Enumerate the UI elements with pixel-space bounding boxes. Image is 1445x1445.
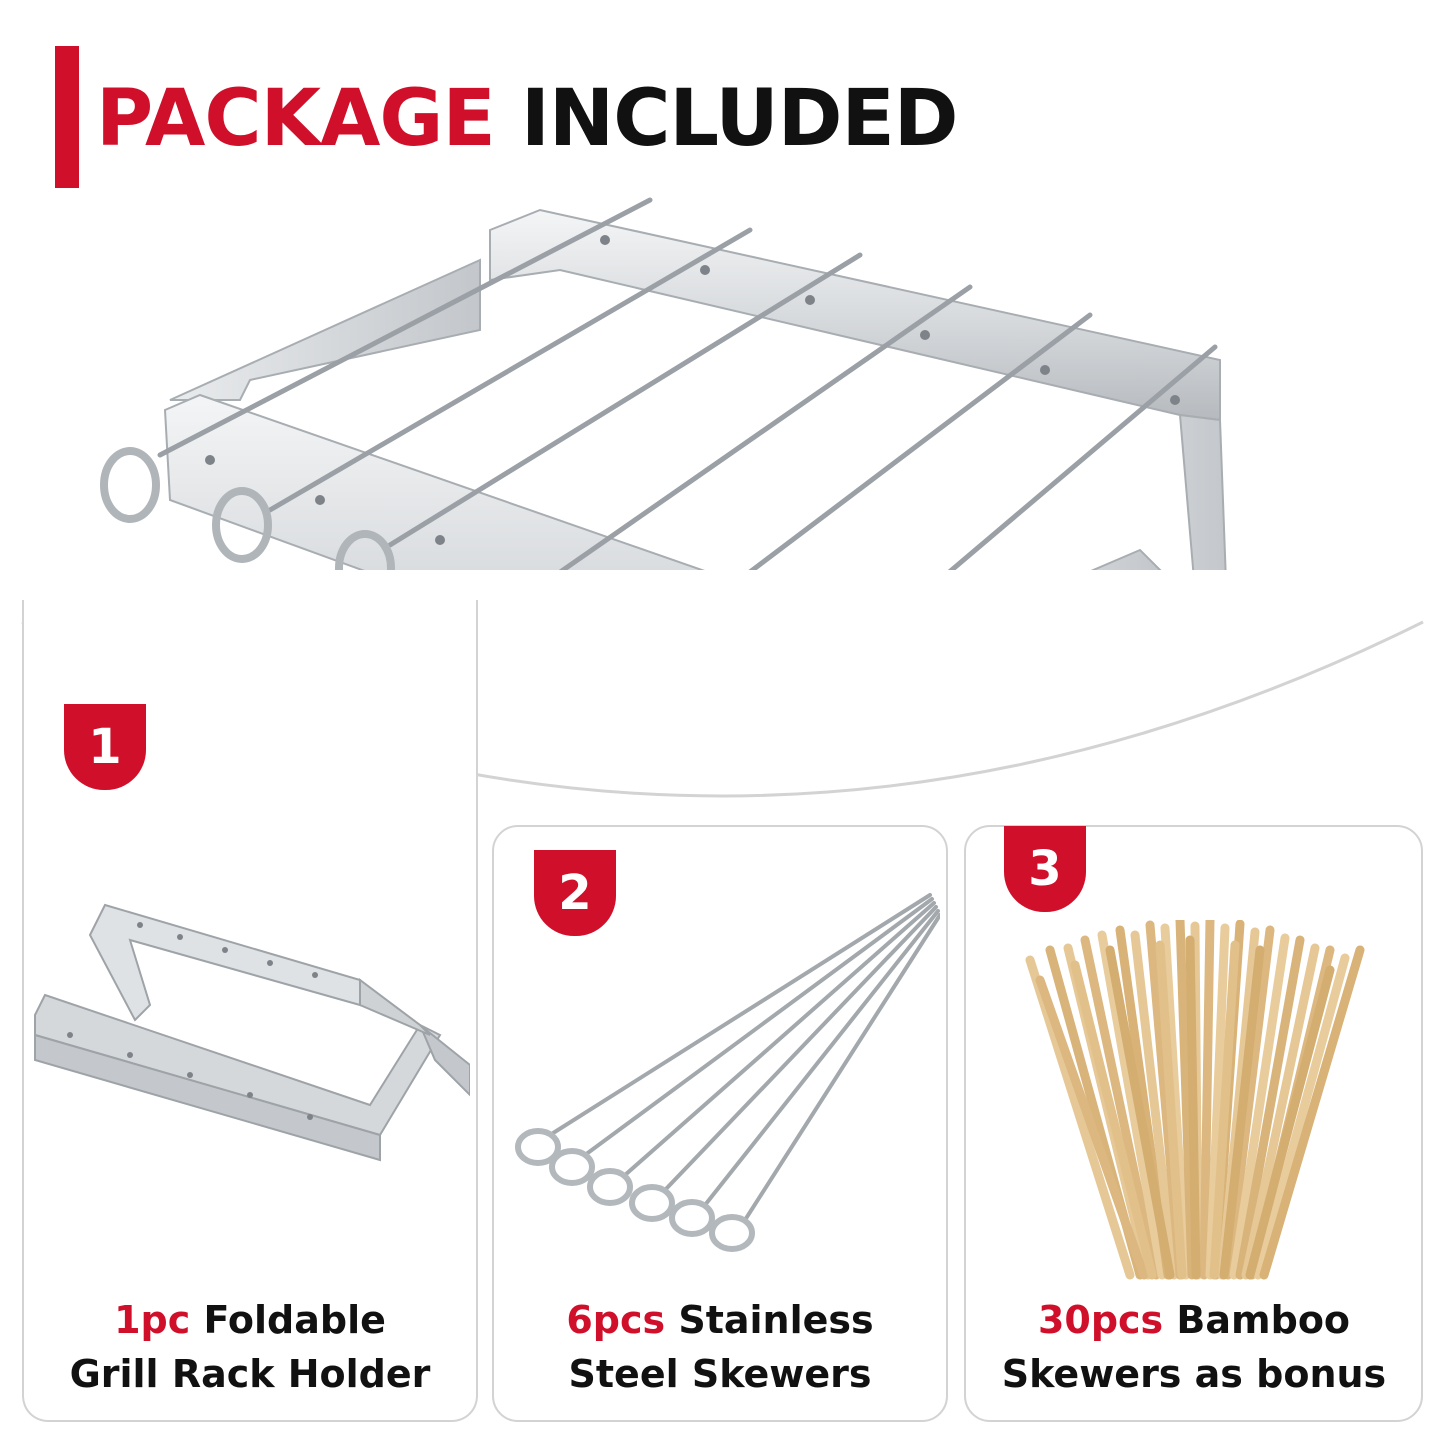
item-number-badge-3: 3 <box>1004 826 1086 912</box>
page-title: PACKAGE INCLUDED <box>96 60 959 178</box>
item-caption-1: 1pc Foldable Grill Rack Holder <box>30 1293 470 1401</box>
item-qty-2: 6pcs <box>566 1298 666 1342</box>
item-qty-1: 1pc <box>114 1298 191 1342</box>
steel-skewers-image <box>515 893 940 1252</box>
item-desc-1b: Grill Rack Holder <box>69 1352 431 1396</box>
title-word-included: INCLUDED <box>520 74 959 164</box>
foldable-rack-image <box>34 903 470 1162</box>
item-desc-1a: Foldable <box>190 1298 386 1342</box>
item-qty-3: 30pcs <box>1037 1298 1164 1342</box>
item-desc-3a: Bamboo <box>1163 1298 1351 1342</box>
header: PACKAGE INCLUDED <box>0 0 1445 200</box>
item-number-badge-2: 2 <box>534 850 616 936</box>
item-caption-2: 6pcs Stainless Steel Skewers <box>500 1293 940 1401</box>
bamboo-skewers-image <box>1025 920 1365 1280</box>
item-desc-3b: Skewers as bonus <box>1001 1352 1387 1396</box>
item-desc-2b: Steel Skewers <box>568 1352 872 1396</box>
title-word-package: PACKAGE <box>96 74 496 164</box>
item-number-badge-1: 1 <box>64 704 146 790</box>
accent-bar <box>55 46 79 188</box>
item-caption-3: 30pcs Bamboo Skewers as bonus <box>970 1293 1418 1401</box>
item-desc-2a: Stainless <box>665 1298 874 1342</box>
